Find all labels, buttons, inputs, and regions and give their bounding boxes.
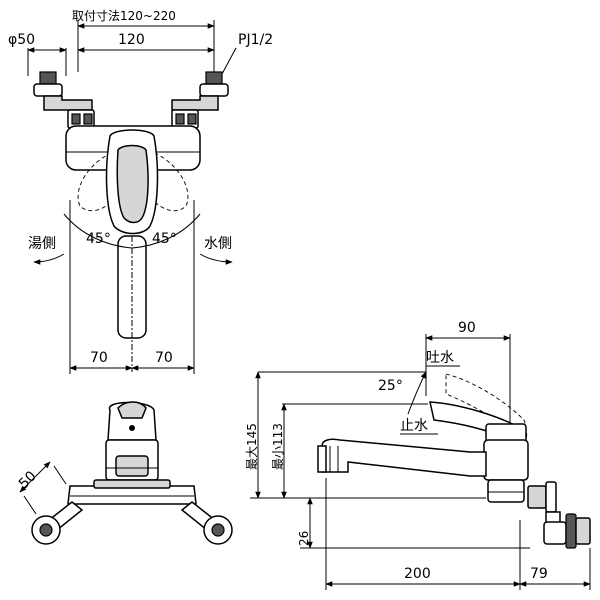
dim-79-label: 79: [530, 566, 548, 582]
front-view: 50: [16, 401, 233, 545]
dia-50-label: φ50: [8, 32, 35, 48]
dim-50-side-label: 50: [16, 468, 40, 492]
top-view: 取付寸法120~220 φ50 120 PJ1/2: [8, 9, 273, 374]
spout-open-label: 吐水: [426, 350, 454, 366]
dim-90-label: 90: [458, 320, 476, 336]
angle-25-label: 25°: [378, 378, 403, 394]
angle-left-label: 45°: [86, 231, 111, 247]
dim-70-left-label: 70: [90, 350, 108, 366]
dim-70-right-label: 70: [155, 350, 173, 366]
pj-label: PJ1/2: [238, 32, 273, 48]
side-view: 90 吐水 25° 止水 最大145 最小1: [245, 320, 591, 590]
min-113-label: 最小113: [271, 423, 285, 470]
hot-side-label: 湯側: [28, 235, 56, 252]
dim-120-label: 120: [118, 32, 145, 48]
mount-distance-label: 取付寸法120~220: [72, 9, 176, 23]
angle-right-label: 45°: [152, 231, 177, 247]
cold-side-label: 水側: [204, 236, 232, 252]
dim-26-label: 26: [297, 531, 311, 546]
dim-200-label: 200: [404, 566, 431, 582]
max-145-label: 最大145: [245, 423, 259, 470]
spout-stop-label: 止水: [400, 418, 428, 434]
